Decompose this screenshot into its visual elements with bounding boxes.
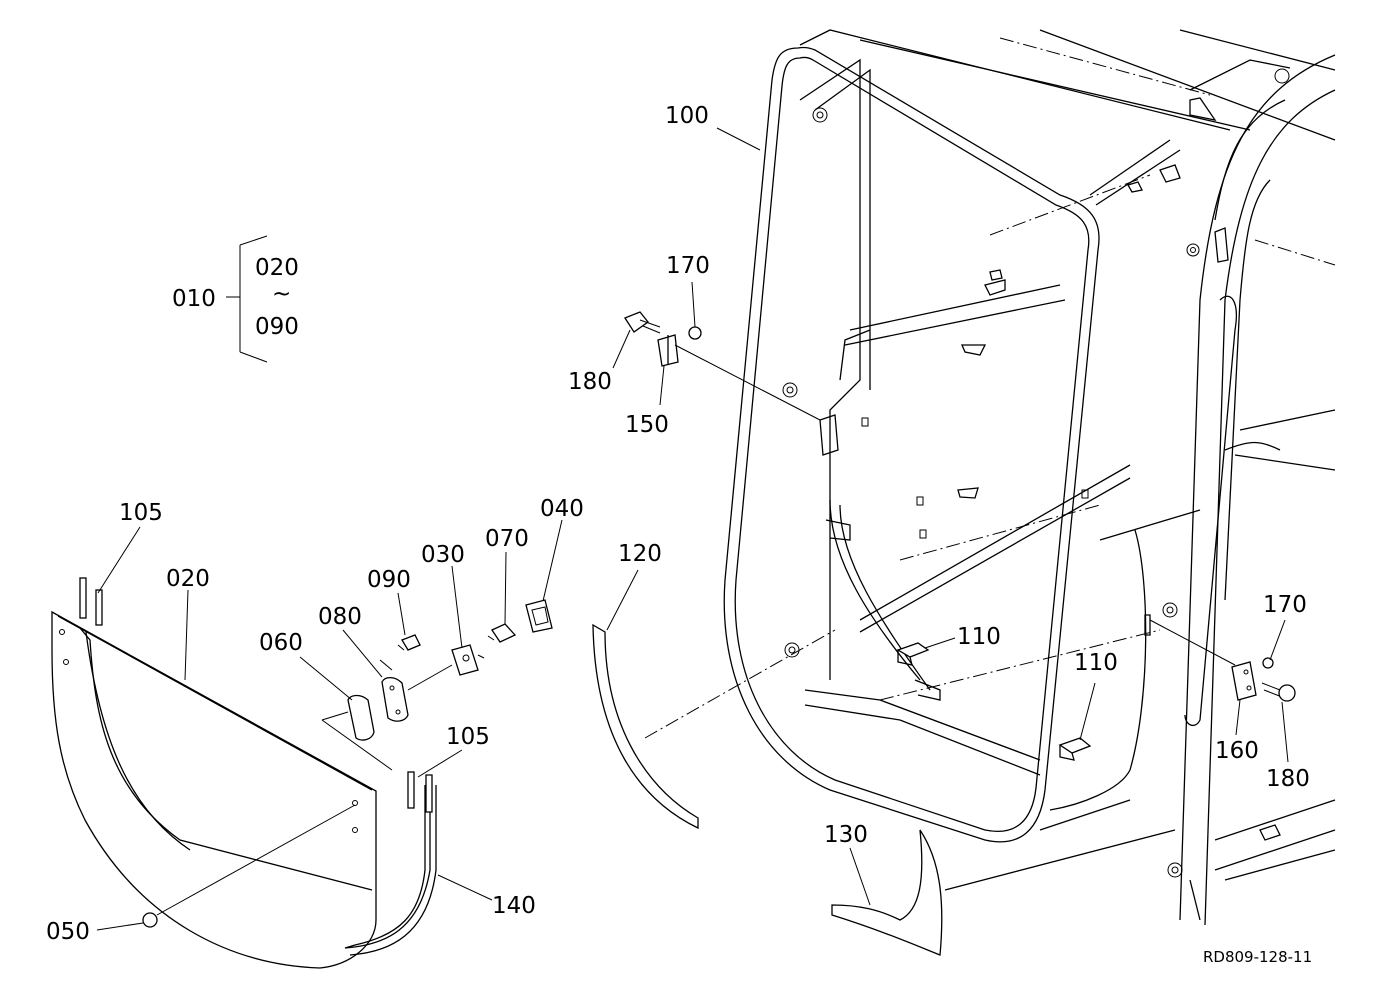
hinge-150 <box>657 334 821 421</box>
label-150: 150 <box>625 412 669 438</box>
label-010: 010 <box>172 286 216 312</box>
label-180-a: 180 <box>568 369 612 395</box>
garnish-120 <box>592 623 699 830</box>
label-160: 160 <box>1215 738 1259 764</box>
door-seal-100 <box>723 46 1100 843</box>
part-labels: 010 020 ~ 090 105 020 090 030 070 040 08… <box>46 103 1312 966</box>
bolt-180-left <box>624 311 661 334</box>
label-070: 070 <box>485 526 529 552</box>
label-090-range: 090 <box>255 314 299 340</box>
label-060: 060 <box>259 630 303 656</box>
nut-170-right <box>1262 657 1274 669</box>
label-110-a: 110 <box>957 624 1001 650</box>
strip-105-b <box>407 771 433 813</box>
label-range-tilde: ~ <box>272 281 291 307</box>
hinge-160 <box>1149 619 1257 701</box>
knob-040 <box>525 599 553 633</box>
garnish-130 <box>831 829 943 956</box>
label-020: 020 <box>166 566 210 592</box>
label-100: 100 <box>665 103 709 129</box>
cover-060 <box>321 694 393 771</box>
label-040: 040 <box>540 496 584 522</box>
assembly-line-120 <box>644 629 836 739</box>
nut-170-left <box>688 326 702 340</box>
label-120: 120 <box>618 541 662 567</box>
label-030: 030 <box>421 542 465 568</box>
trim-140 <box>344 785 437 956</box>
label-180-b: 180 <box>1266 766 1310 792</box>
plate-080 <box>379 659 453 722</box>
label-080: 080 <box>318 604 362 630</box>
seal-110-a <box>896 642 930 666</box>
label-110-b: 110 <box>1074 650 1118 676</box>
assembly-bracket-010 <box>226 235 268 363</box>
cab-frame <box>782 29 1336 926</box>
plug-050 <box>96 804 356 931</box>
screw-070 <box>487 623 517 643</box>
strip-105-a <box>79 577 103 626</box>
label-130: 130 <box>824 822 868 848</box>
label-020-range: 020 <box>255 255 299 281</box>
seal-110-b <box>1058 737 1092 761</box>
label-050: 050 <box>46 919 90 945</box>
label-105-a: 105 <box>119 500 163 526</box>
label-170-a: 170 <box>666 253 710 279</box>
reference-code: RD809-128-11 <box>1203 948 1312 966</box>
lower-panel-020 <box>51 610 377 969</box>
label-170-b: 170 <box>1263 592 1307 618</box>
leader-lines <box>97 127 1289 906</box>
lock-030 <box>451 644 485 676</box>
screw-090 <box>397 634 421 651</box>
label-090: 090 <box>367 567 411 593</box>
label-140: 140 <box>492 893 536 919</box>
label-105-b: 105 <box>446 724 490 750</box>
bolt-180-right <box>1261 682 1296 702</box>
